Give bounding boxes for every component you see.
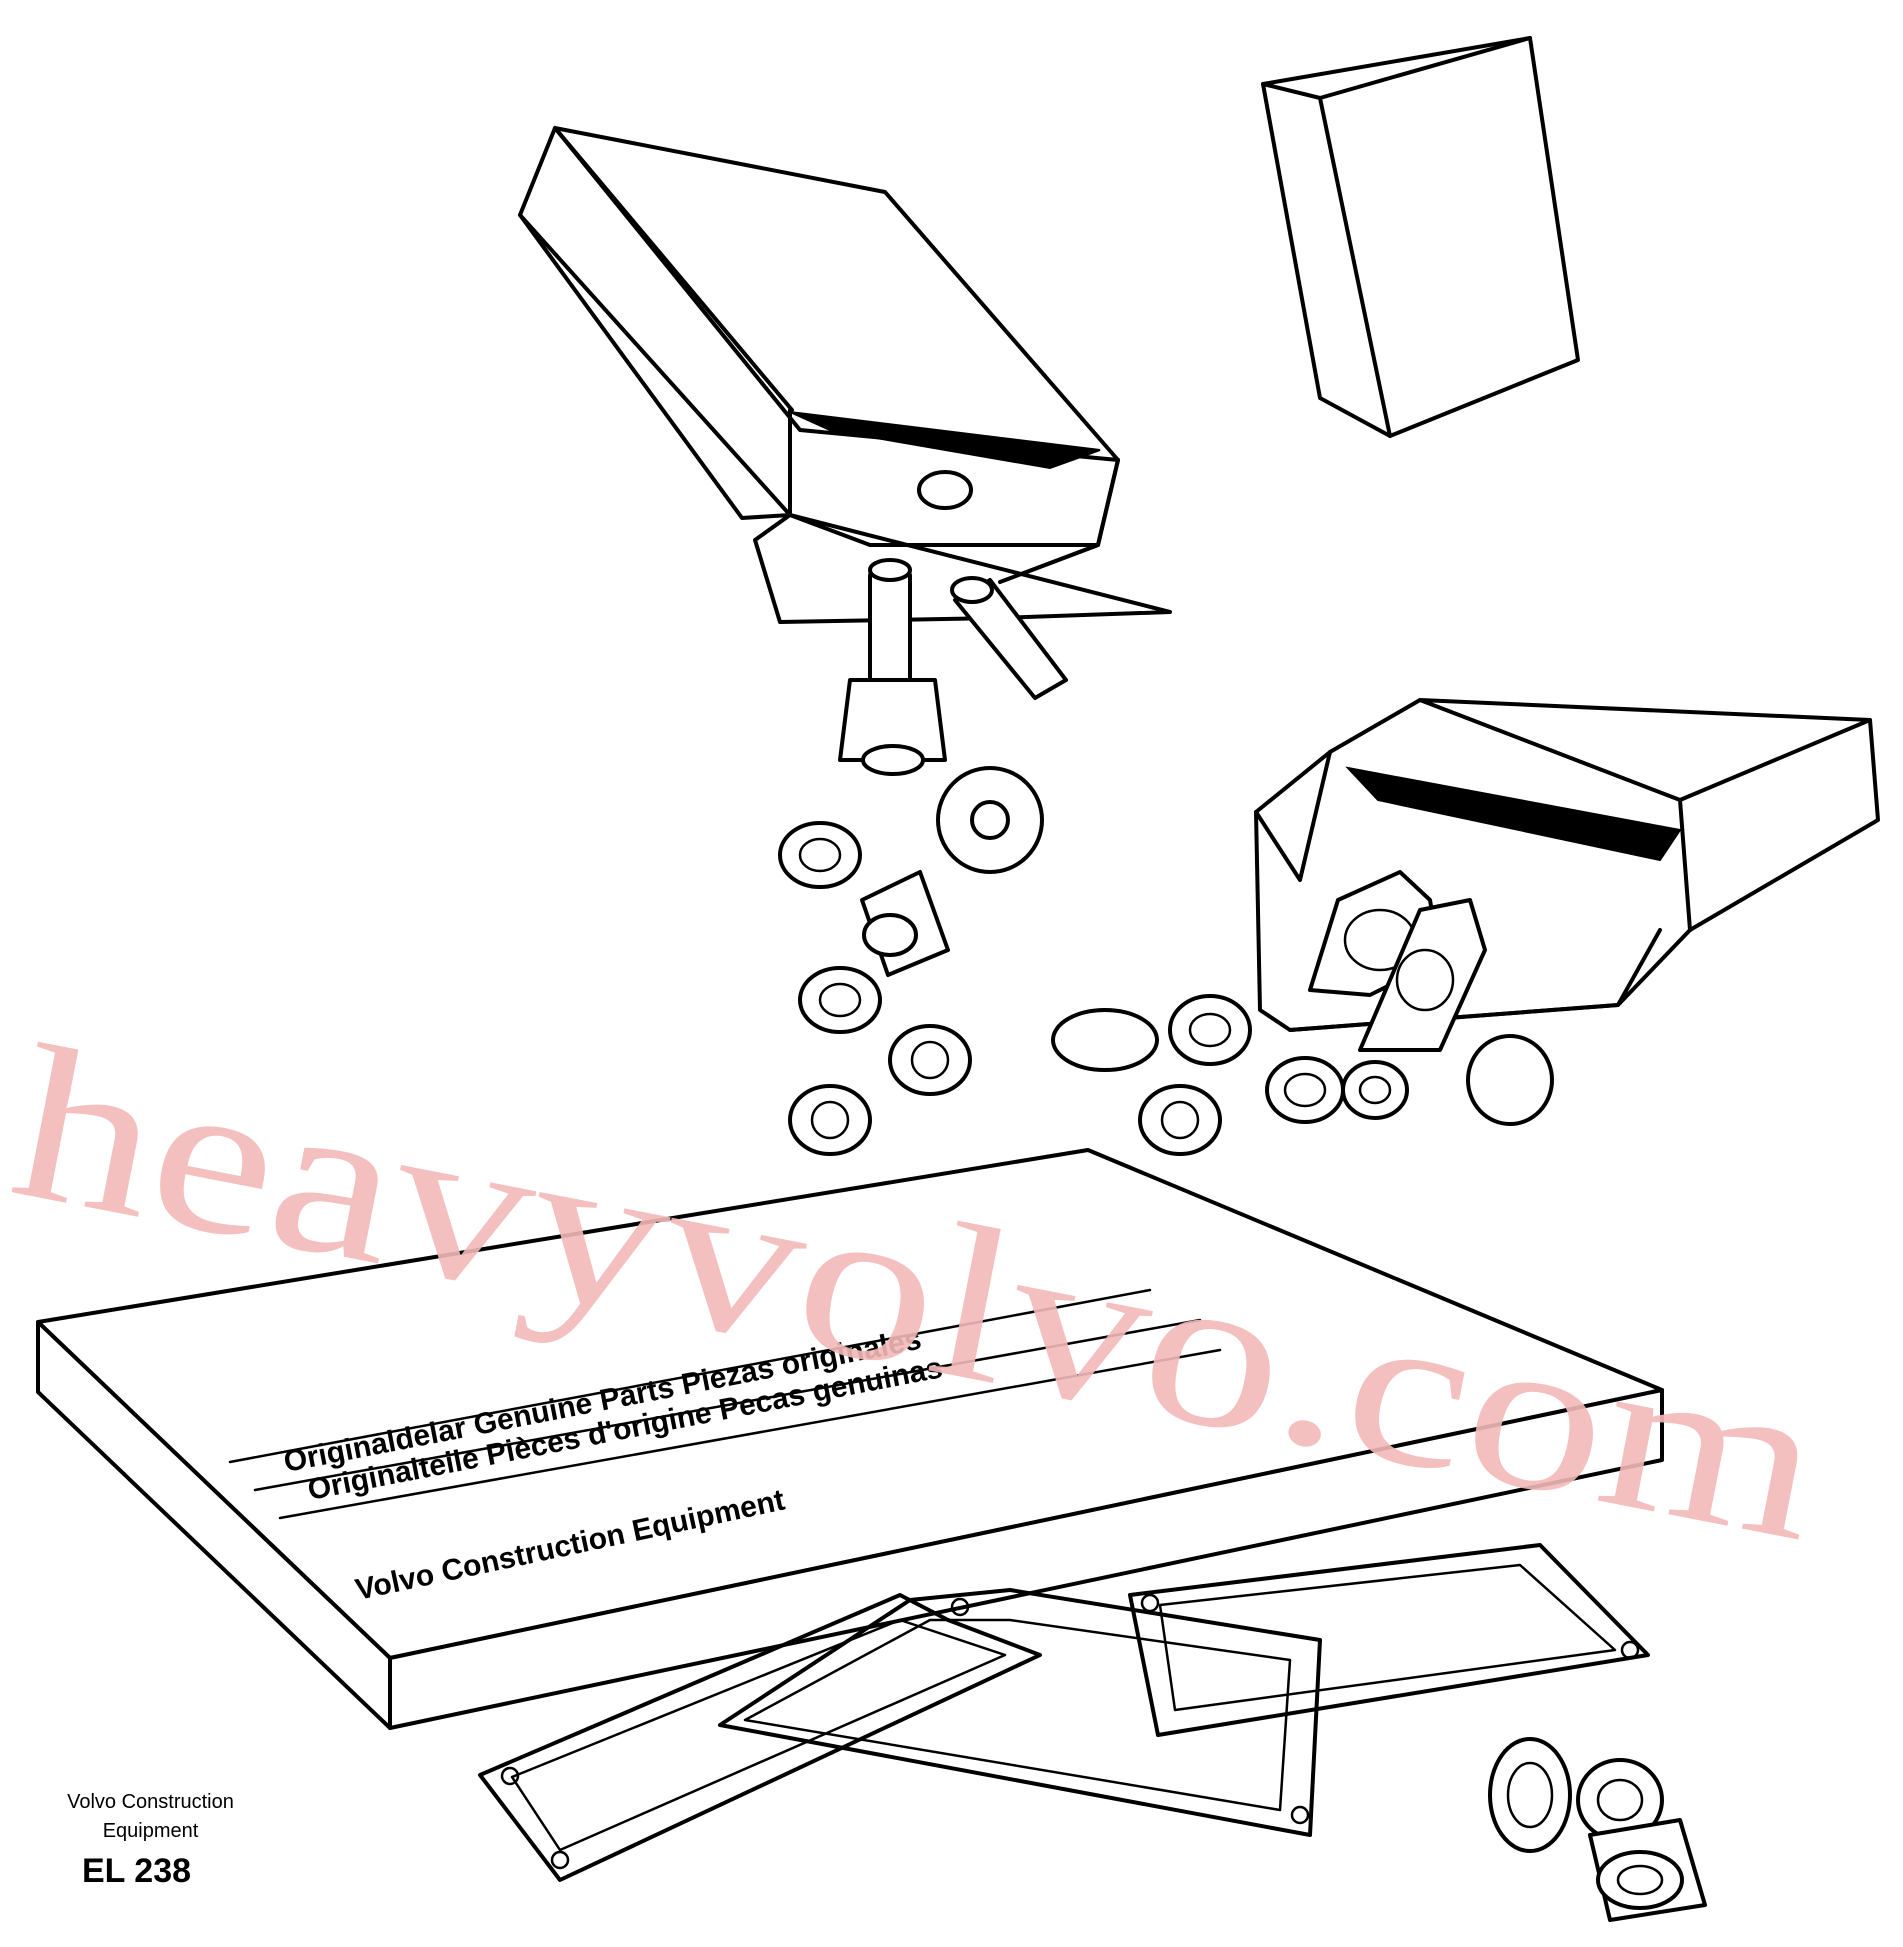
flange-gaskets [1308, 870, 1487, 1052]
bearings [1488, 1737, 1707, 1922]
illustration-code: EL 238 [82, 1852, 192, 1890]
parts-manual: Originaldelar Genuine Parts Piezas origi… [36, 1148, 1664, 1730]
closed-box [1261, 36, 1580, 438]
company-caption: Volvo Construction Equipment [67, 1791, 234, 1842]
open-box-upper [518, 126, 1172, 624]
pins-and-gears [838, 470, 1068, 977]
cover-gaskets [478, 1543, 1650, 1882]
washers-and-o-rings [778, 821, 1554, 1156]
